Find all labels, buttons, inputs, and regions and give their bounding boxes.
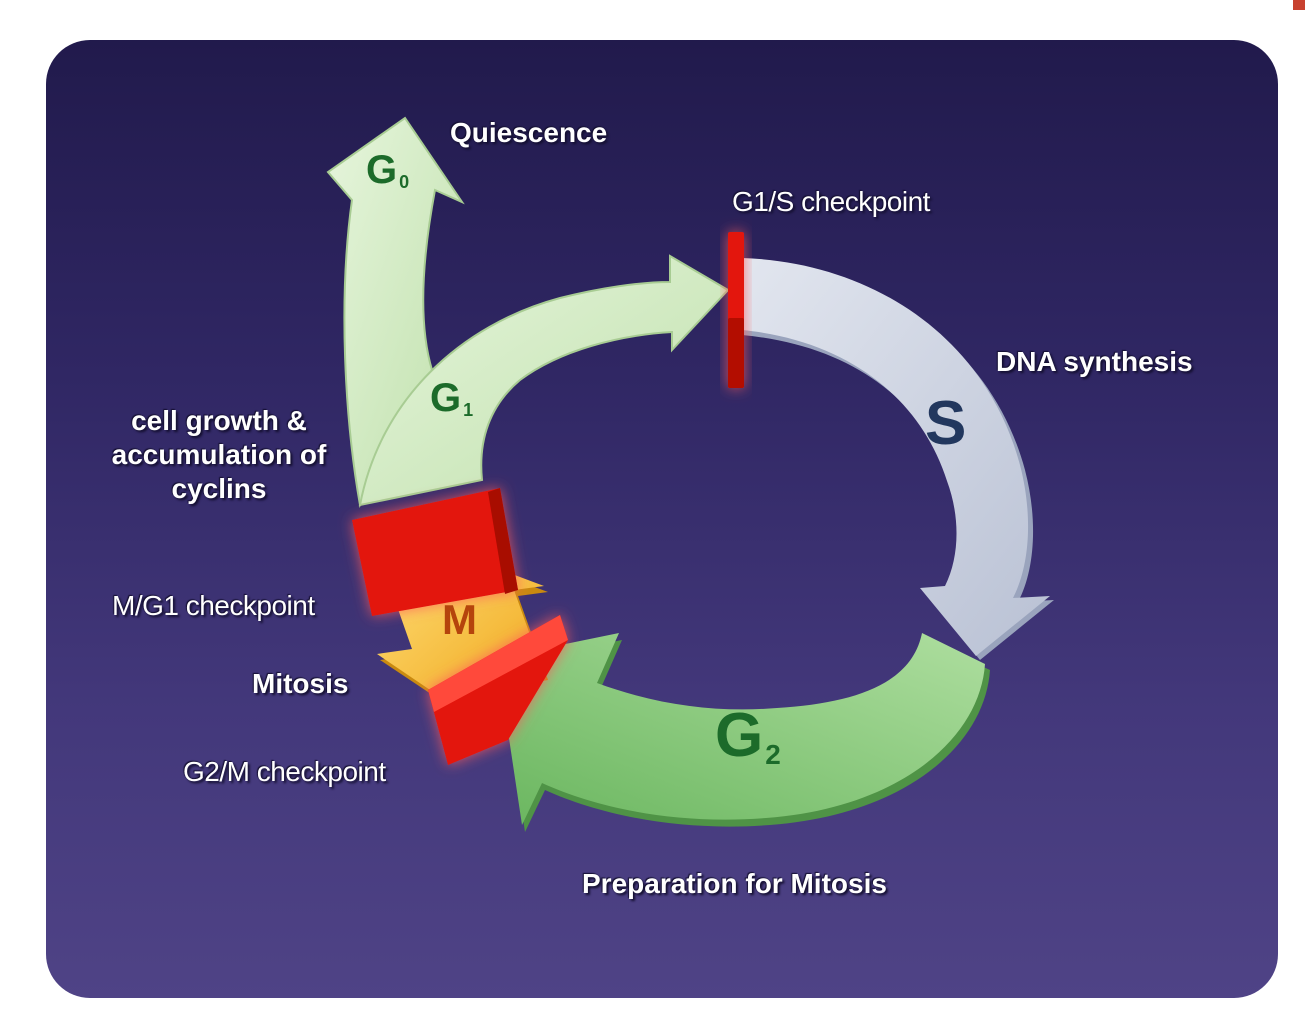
m-letter: M [442, 596, 477, 643]
mg1-checkpoint-label: M/G1 checkpoint [112, 590, 315, 621]
g1-letter: G [430, 376, 462, 420]
mitosis-label: Mitosis [252, 668, 349, 699]
g1-subscript: 1 [463, 400, 474, 421]
g0-subscript: 0 [399, 172, 410, 193]
g1s-checkpoint-marker [728, 232, 744, 388]
preparation-for-mitosis-label: Preparation for Mitosis [582, 868, 887, 899]
s-phase-label: S [925, 388, 966, 459]
corner-mark [1293, 0, 1305, 10]
g2-phase-arrow [497, 633, 990, 832]
dna-synthesis-label: DNA synthesis [996, 346, 1193, 377]
g2-letter: G [715, 701, 764, 770]
quiescence-label: Quiescence [450, 117, 608, 148]
g2-phase-label: G2 [715, 700, 781, 771]
s-letter: S [925, 389, 967, 458]
g1s-checkpoint-label: G1/S checkpoint [732, 186, 930, 217]
g2-subscript: 2 [765, 739, 781, 771]
g0-letter: G [366, 148, 398, 192]
cell-growth-label: cell growth & accumulation of cyclins [111, 405, 327, 504]
g1-phase-arrow [326, 116, 730, 509]
s-phase-arrow [742, 258, 1054, 660]
g2m-checkpoint-label: G2/M checkpoint [183, 756, 386, 787]
g2m-checkpoint-marker [428, 615, 568, 765]
m-phase-label: M [442, 596, 477, 644]
diagram-background [46, 40, 1278, 998]
mg1-checkpoint-marker [352, 488, 518, 616]
